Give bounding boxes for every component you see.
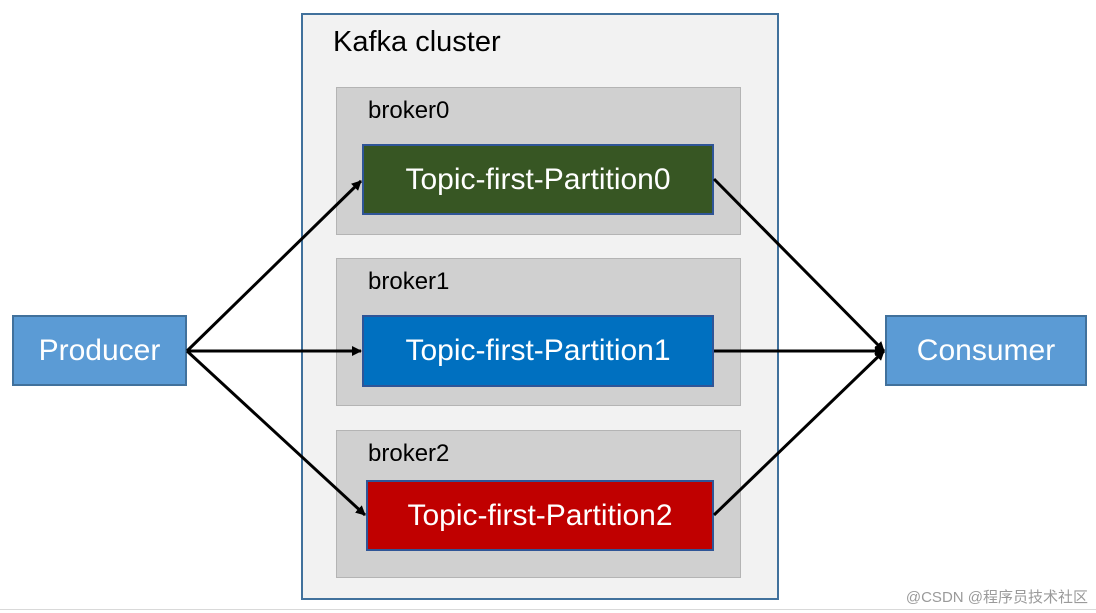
arrow-producer-to-partition2 [185,349,367,517]
cluster-title: Kafka cluster [333,26,501,58]
partition-0: Topic-first-Partition0 [362,144,714,215]
producer-node: Producer [12,315,187,386]
broker-1-label: broker1 [368,268,450,295]
bottom-divider [0,609,1096,610]
broker-0-label: broker0 [368,97,450,124]
broker-2-label: broker2 [368,440,450,467]
partition-1: Topic-first-Partition1 [362,315,714,387]
watermark-text: @CSDN @程序员技术社区 [905,589,1088,606]
arrow-producer-to-partition0 [185,179,363,353]
consumer-node: Consumer [885,315,1087,386]
partition-2: Topic-first-Partition2 [366,480,714,551]
arrow-partition0-to-consumer [712,177,886,353]
arrow-partition2-to-consumer [712,349,886,517]
